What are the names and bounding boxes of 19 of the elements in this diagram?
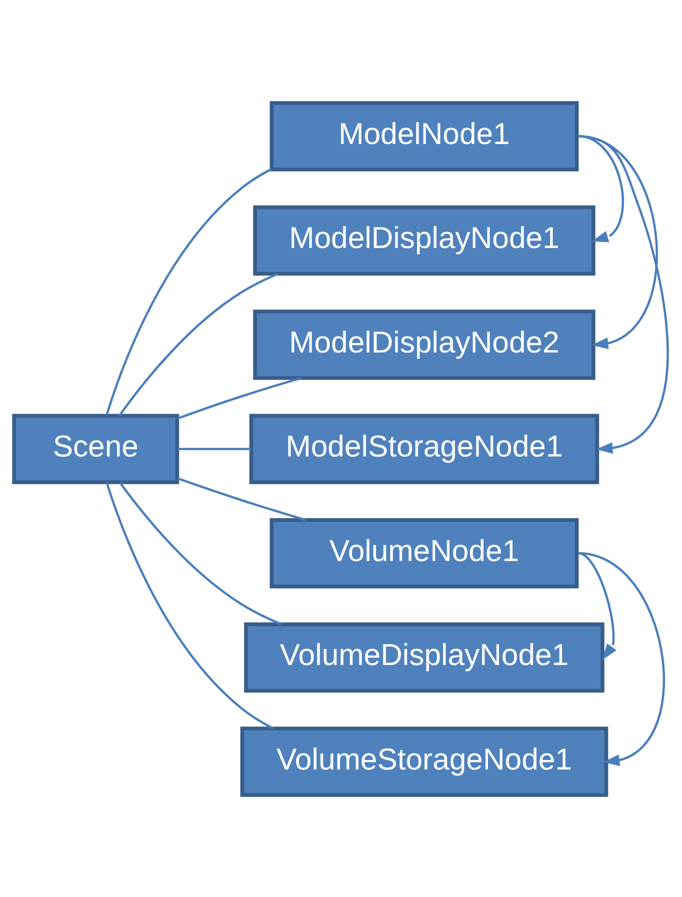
connector	[178, 447, 251, 450]
connector	[106, 481, 274, 729]
node-box: ModelStorageNode1	[249, 413, 600, 484]
node-box: VolumeNode1	[270, 518, 579, 588]
arrow	[578, 134, 669, 454]
arrow	[578, 134, 658, 349]
node-box: ModelDisplayNode2	[253, 309, 596, 380]
arrow	[578, 552, 616, 660]
arrow	[578, 552, 665, 766]
connector	[119, 481, 282, 625]
node-box: Scene	[12, 413, 180, 484]
connector	[176, 376, 302, 420]
node-box: VolumeDisplayNode1	[244, 622, 604, 692]
node-box: ModelNode1	[270, 100, 579, 171]
connector	[118, 272, 278, 416]
node-box: ModelDisplayNode1	[253, 204, 596, 276]
node-box: VolumeStorageNode1	[240, 726, 608, 796]
connector	[177, 476, 306, 520]
connector	[105, 168, 272, 416]
